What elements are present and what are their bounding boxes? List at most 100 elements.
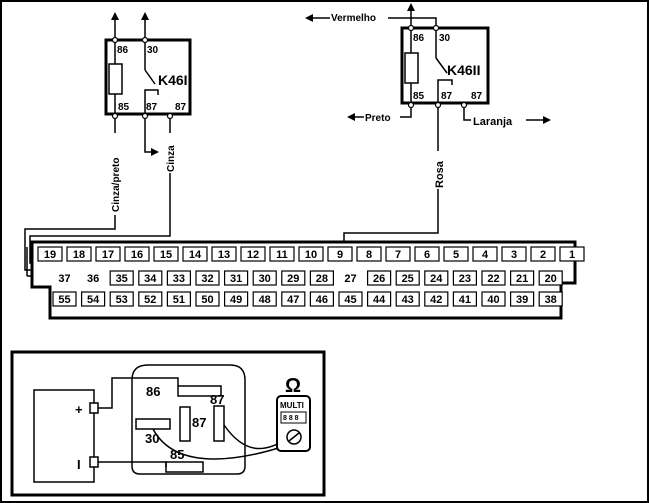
connector-pin-23: 23: [452, 270, 477, 286]
relay-k46ii-pin-87: 87: [441, 91, 453, 102]
connector-pin-label: 8: [366, 249, 372, 261]
connector-pin-label: 35: [116, 273, 128, 285]
connector-pin-41: 41: [452, 291, 477, 307]
test-wire-minus-85: [98, 461, 167, 467]
wire-label-cinza-preto: Cinza/preto: [111, 158, 122, 212]
connector-pin-7: 7: [385, 246, 411, 262]
test-pin-85: [165, 461, 204, 473]
connector-pin-label: 41: [459, 294, 471, 306]
connector-pin-label: 53: [116, 294, 128, 306]
connector-pin-19: 19: [37, 246, 63, 262]
battery: [33, 389, 95, 483]
connector-pin-label: 1: [569, 249, 575, 261]
test-pin-87a-label: 87: [192, 415, 206, 430]
connector-pin-52: 52: [138, 291, 163, 307]
connector-pin-10: 10: [298, 246, 324, 262]
test-wire-plus-86: [98, 377, 179, 409]
connector-pin-39: 39: [510, 291, 535, 307]
connector-pin-11: 11: [269, 246, 295, 262]
relay-k46i-pin-87b: 87: [175, 102, 187, 113]
relay-k46i-pin-30: 30: [147, 45, 159, 56]
connector-pin-label: 22: [487, 273, 499, 285]
connector-pin-55: 55: [52, 291, 77, 307]
connector-pin-4: 4: [472, 246, 498, 262]
connector-pin-44: 44: [367, 291, 392, 307]
battery-minus-label: I: [77, 457, 81, 472]
connector-pin-54: 54: [80, 291, 106, 307]
connector-pin-label: 45: [344, 294, 356, 306]
connector-pin-label: 10: [305, 249, 317, 261]
connector-pin-12: 12: [240, 246, 266, 262]
connector-pin-45: 45: [338, 291, 363, 307]
connector-pin-21: 21: [510, 270, 535, 286]
connector-pin-label: 15: [160, 249, 172, 261]
connector-pin-label: 28: [316, 273, 328, 285]
connector-pin-label: 20: [545, 273, 557, 285]
test-pin-30-label: 30: [145, 431, 159, 446]
connector-pin-label: 32: [201, 273, 213, 285]
relay-k46i-pin-87: 87: [146, 102, 158, 113]
connector-pin-2: 2: [530, 246, 556, 262]
connector-pin-1: 1: [559, 246, 585, 262]
connector-pin-label: 25: [402, 273, 414, 285]
relay-k46ii-pin-85: 85: [413, 91, 425, 102]
connector-pin-label: 34: [144, 273, 157, 285]
connector-pin-label: 39: [516, 294, 528, 306]
wire-label-laranja: Laranja: [473, 116, 513, 128]
connector-pin-label: 19: [44, 249, 56, 261]
wire-label-rosa: Rosa: [434, 160, 446, 188]
k46i-87-right-arrow: [144, 119, 159, 156]
connector-pin-29: 29: [281, 270, 306, 286]
connector-pin-label: 40: [487, 294, 499, 306]
connector-pin-38: 38: [538, 291, 563, 307]
connector-pin-40: 40: [481, 291, 506, 307]
connector-pin-label: 36: [87, 273, 99, 285]
connector-pin-label: 16: [131, 249, 143, 261]
connector-pin-label: 43: [402, 294, 414, 306]
connector-pin-46: 46: [309, 291, 334, 307]
connector-pin-label: 29: [287, 273, 299, 285]
connector-pin-label: 52: [144, 294, 156, 306]
relay-k46ii-pin-30: 30: [439, 33, 451, 44]
connector-pin-6: 6: [414, 246, 440, 262]
connector-pin-label: 4: [482, 249, 489, 261]
connector-pin-label: 18: [73, 249, 85, 261]
connector-pin-8: 8: [356, 246, 382, 262]
relay-k46i-switch: [144, 69, 156, 85]
connector-pin-label: 27: [344, 273, 356, 285]
connector-pin-9: 9: [327, 246, 353, 262]
connector-pin-label: 24: [430, 273, 443, 285]
connector-pin-47: 47: [281, 291, 306, 307]
connector-pin-label: 33: [173, 273, 185, 285]
connector-pin-31: 31: [224, 270, 249, 286]
connector-pin-53: 53: [109, 291, 134, 307]
connector-pin-label: 3: [511, 249, 517, 261]
connector-pin-37: 37: [58, 273, 70, 285]
connector-pin-26: 26: [367, 270, 392, 286]
connector-pin-17: 17: [95, 246, 121, 262]
connector-pin-label: 51: [173, 294, 185, 306]
connector-pin-42: 42: [424, 291, 449, 307]
connector-pin-27: 27: [344, 273, 356, 285]
battery-plus-terminal: [89, 402, 99, 414]
connector-pin-5: 5: [443, 246, 469, 262]
connector-pin-13: 13: [211, 246, 237, 262]
connector-pin-label: 2: [540, 249, 546, 261]
connector-pin-33: 33: [166, 270, 191, 286]
relay-k46i-pin-85: 85: [118, 102, 130, 113]
relay-k46ii-label: K46II: [447, 62, 480, 78]
connector-pin-label: 54: [87, 294, 100, 306]
test-pin-86: [177, 385, 222, 397]
connector-pin-label: 49: [230, 294, 242, 306]
connector-pin-label: 42: [430, 294, 442, 306]
connector-pin-label: 46: [316, 294, 328, 306]
connector-pin-14: 14: [182, 246, 208, 262]
test-pin-87a: [179, 406, 191, 442]
connector-pin-50: 50: [195, 291, 220, 307]
test-pin-87b: [213, 405, 225, 442]
relay-k46i-pin-86: 86: [117, 45, 129, 56]
connector-pin-43: 43: [395, 291, 420, 307]
